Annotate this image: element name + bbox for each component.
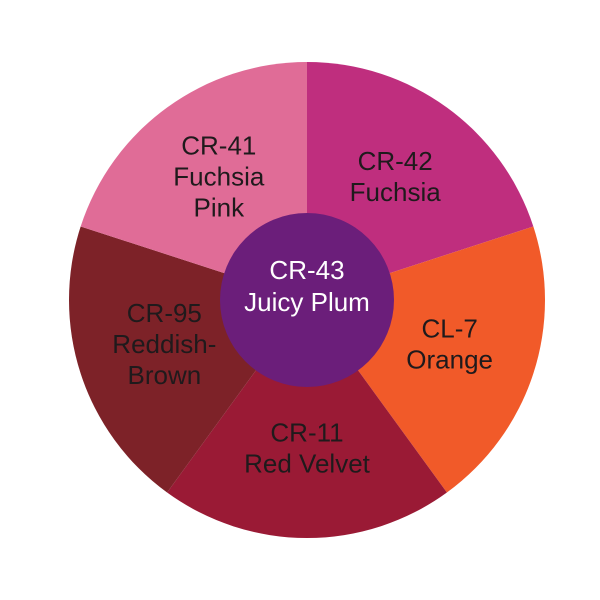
segment-name-label: Fuchsia — [173, 162, 265, 192]
segment-name-label: Brown — [127, 360, 201, 390]
wheel-segment-cr-11 — [167, 300, 447, 539]
segment-name-label: Orange — [406, 345, 493, 375]
segment-code-label: CL-7 — [421, 314, 477, 344]
center-name-label: Juicy Plum — [244, 287, 370, 317]
segment-code-label: CR-41 — [181, 131, 256, 161]
segment-name-label: Pink — [194, 193, 246, 223]
segment-name-label: Fuchsia — [350, 177, 442, 207]
center-disc — [220, 213, 394, 387]
segment-code-label: CR-95 — [127, 298, 202, 328]
center-code-label: CR-43 — [269, 255, 344, 285]
segment-code-label: CR-42 — [358, 146, 433, 176]
segment-code-label: CR-11 — [270, 417, 343, 447]
segment-name-label: Reddish- — [112, 329, 216, 359]
segment-name-label: Red Velvet — [244, 448, 371, 478]
